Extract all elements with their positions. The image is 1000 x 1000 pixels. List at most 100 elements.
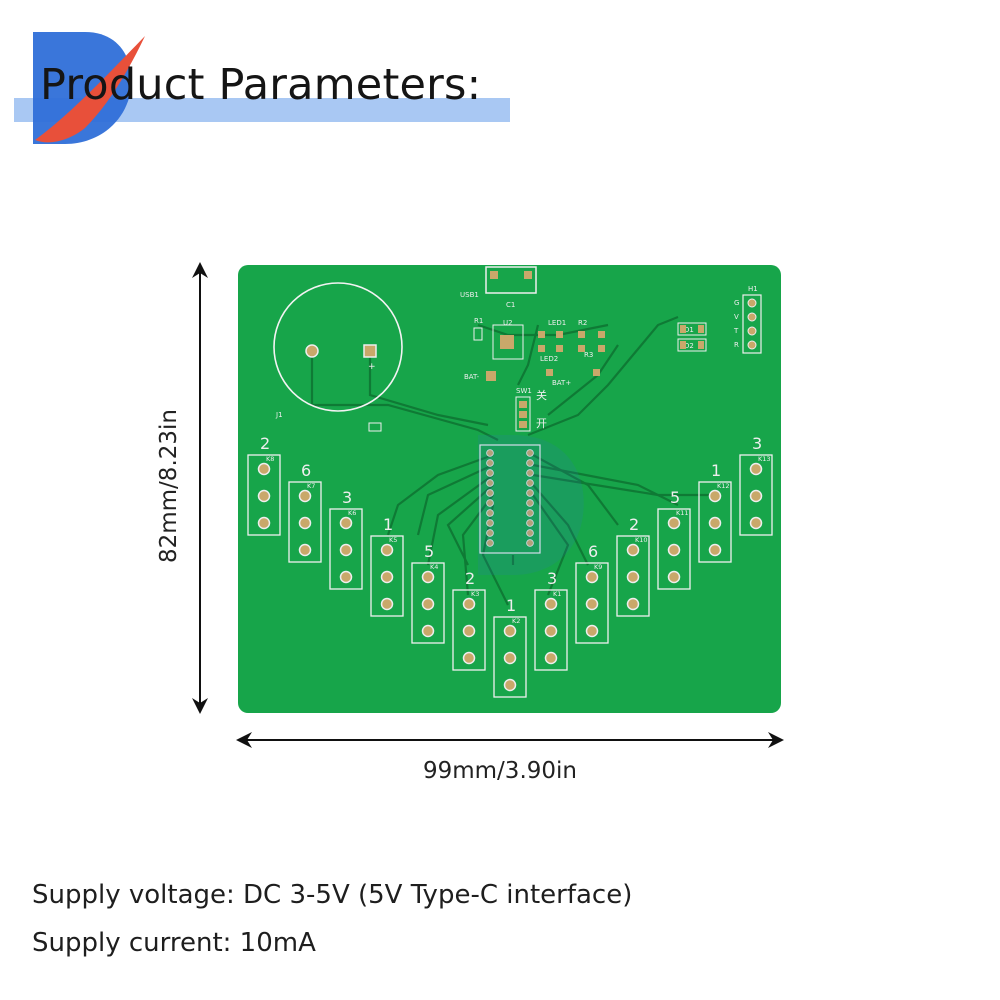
key-module-k3: K32: [452, 569, 486, 671]
key-pin: [667, 516, 681, 530]
resistor-r1: [473, 327, 483, 341]
key-id-label: K3: [471, 590, 479, 598]
main-mcu-pins: [486, 449, 534, 547]
key-pin: [462, 597, 476, 611]
power-switch-outline: [515, 396, 531, 432]
key-pin: [585, 597, 599, 611]
label-r1: R1: [474, 317, 483, 325]
key-pin: [298, 543, 312, 557]
key-module-k9: K96: [575, 542, 609, 644]
key-id-label: K1: [553, 590, 561, 598]
key-pin: [708, 516, 722, 530]
key-module-k7: K76: [288, 461, 322, 563]
key-pin: [667, 543, 681, 557]
key-pin: [257, 489, 271, 503]
key-id-label: K6: [348, 509, 356, 517]
charger-ic-pad: [500, 335, 514, 349]
diode-pads: [680, 325, 704, 349]
label-bat-plus: BAT+: [552, 379, 571, 387]
key-pin: [380, 570, 394, 584]
mcu-pin: [526, 479, 534, 487]
power-switch-pads: [519, 401, 527, 428]
key-module-k5: K51: [370, 515, 404, 617]
key-pin: [708, 489, 722, 503]
key-pin: [749, 462, 763, 476]
key-pin: [749, 489, 763, 503]
mcu-pin: [486, 529, 494, 537]
header-pin-v: V: [734, 313, 739, 321]
key-id-label: K7: [307, 482, 315, 490]
key-pin: [626, 570, 640, 584]
key-note-label: 2: [465, 569, 475, 588]
key-pin: [667, 570, 681, 584]
label-h1: H1: [748, 285, 758, 293]
key-pin: [339, 543, 353, 557]
label-c1: C1: [506, 301, 515, 309]
key-pin: [380, 597, 394, 611]
key-module-k8: K82: [247, 434, 281, 536]
mcu-pin: [486, 509, 494, 517]
key-note-label: 3: [342, 488, 352, 507]
serial-header-pins: [747, 298, 757, 350]
main-mcu-outline: [479, 444, 541, 554]
label-led2: LED2: [540, 355, 558, 363]
small-component: [368, 422, 382, 432]
key-id-label: K8: [266, 455, 274, 463]
key-pin: [339, 570, 353, 584]
mcu-pin: [526, 499, 534, 507]
key-id-label: K2: [512, 617, 520, 625]
pcb-substrate: [238, 265, 781, 713]
key-outline: [370, 535, 404, 617]
key-pin: [298, 489, 312, 503]
label-switch-on: 开: [536, 417, 547, 430]
spec-supply-current: Supply current: 10mA: [32, 928, 316, 958]
mcu-pin: [526, 459, 534, 467]
key-note-label: 5: [670, 488, 680, 507]
charger-ic-outline: [492, 324, 524, 360]
key-pin: [503, 624, 517, 638]
key-pin: [749, 516, 763, 530]
label-d2: D2: [684, 342, 694, 350]
mcu-pin: [526, 509, 534, 517]
key-pin: [462, 651, 476, 665]
key-pin: [298, 516, 312, 530]
key-pin: [503, 678, 517, 692]
key-outline: [452, 589, 486, 671]
mcu-pin: [486, 499, 494, 507]
key-outline: [698, 481, 732, 563]
buzzer-pad-left: [305, 344, 319, 358]
mcu-pin: [486, 469, 494, 477]
buzzer-pad-right: [363, 344, 377, 358]
usb-pad: [490, 271, 498, 279]
width-dimension-arrow: [236, 732, 784, 748]
key-note-label: 6: [301, 461, 311, 480]
serial-header-outline: [742, 294, 762, 354]
mcu-pin: [526, 489, 534, 497]
key-note-label: 1: [711, 461, 721, 480]
key-pin: [626, 543, 640, 557]
key-id-label: K9: [594, 563, 602, 571]
key-pin: [544, 651, 558, 665]
key-outline: [575, 562, 609, 644]
key-outline: [739, 454, 773, 536]
key-id-label: K13: [758, 455, 771, 463]
mcu-pin: [486, 479, 494, 487]
watermark-logo-icon: [478, 435, 584, 575]
key-outline: [657, 508, 691, 590]
key-pin: [544, 597, 558, 611]
key-pin: [421, 570, 435, 584]
key-note-label: 5: [424, 542, 434, 561]
height-dimension-arrow: [192, 262, 208, 714]
key-pin: [257, 462, 271, 476]
key-pin: [626, 597, 640, 611]
key-note-label: 6: [588, 542, 598, 561]
header-pin-r: R: [734, 341, 739, 349]
key-outline: [493, 616, 527, 698]
label-j1: J1: [275, 411, 283, 419]
key-id-label: K5: [389, 536, 397, 544]
key-outline: [411, 562, 445, 644]
